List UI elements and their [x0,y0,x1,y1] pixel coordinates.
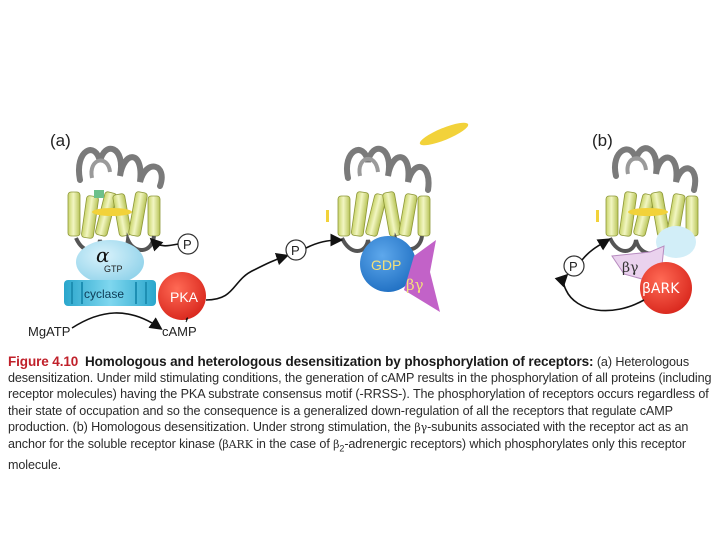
caption-body-2: -subunits associated with the receptor a… [8,419,689,452]
gtp-label: GTP [104,264,123,274]
mgatp-label: MgATP [28,324,70,339]
arrow-p-to-receptor-right [581,238,611,261]
caption-body-1: (a) Heterologous desensitization. Under … [8,355,712,434]
receptor-middle [326,145,432,256]
figure-caption: Figure 4.10 Homologous and heterologous … [8,354,716,473]
beta-gamma-subunit-middle: βγ [404,240,440,312]
phosphate-right-label: P [569,259,578,274]
adenylyl-cyclase: cyclase [64,280,156,306]
phosphate-right: P [563,255,585,277]
beta-ark-label: βARK [642,281,680,297]
arrow-p-to-receptor-left [149,237,179,252]
phosphate-middle: P [285,239,307,261]
phosphate-label: P [183,237,192,252]
cyclase-label: cyclase [84,287,124,301]
panel-b-label: (b) [592,131,613,150]
receptor-left [67,145,165,256]
arrow-p-to-receptor-middle [305,233,344,249]
caption-body-4: -adrenergic receptors) which phosphoryla… [8,437,687,472]
beta-gamma-label: βγ [406,276,424,294]
camp-label: cAMP [162,324,197,339]
phosphate-left: P [177,233,199,255]
caption-sub2: 2 [339,443,345,454]
caption-body-3: in the case of [252,437,334,452]
g-alpha-gdp: GDP [360,236,416,292]
pka-label: PKA [170,289,199,305]
g-alpha-subunit-left: α GTP [76,240,144,284]
arrow-beta-ark-to-p [554,273,645,312]
arrow-mgatp-to-camp [71,312,163,330]
arrow-pka-to-p-middle [205,252,290,301]
beta-ark-kinase: βARK [640,262,692,314]
arrow-camp-to-pka [185,317,188,323]
figure-number: Figure 4.10 [8,354,79,369]
caption-beta-gamma: βγ [414,420,428,434]
figure-title: Homologous and heterologous desensitizat… [85,354,594,369]
alpha-label: α [96,243,110,267]
pka-kinase: PKA [158,272,206,320]
phosphate-middle-label: P [291,243,300,258]
g-alpha-subunit-right [656,226,696,258]
caption-beta2: β [333,438,340,452]
gdp-label: GDP [371,257,401,273]
panel-a-label: (a) [50,131,71,150]
caption-beta-ark: βARK [222,438,253,452]
free-ligand [419,122,469,146]
beta-gamma-right-label: βγ [622,260,638,276]
